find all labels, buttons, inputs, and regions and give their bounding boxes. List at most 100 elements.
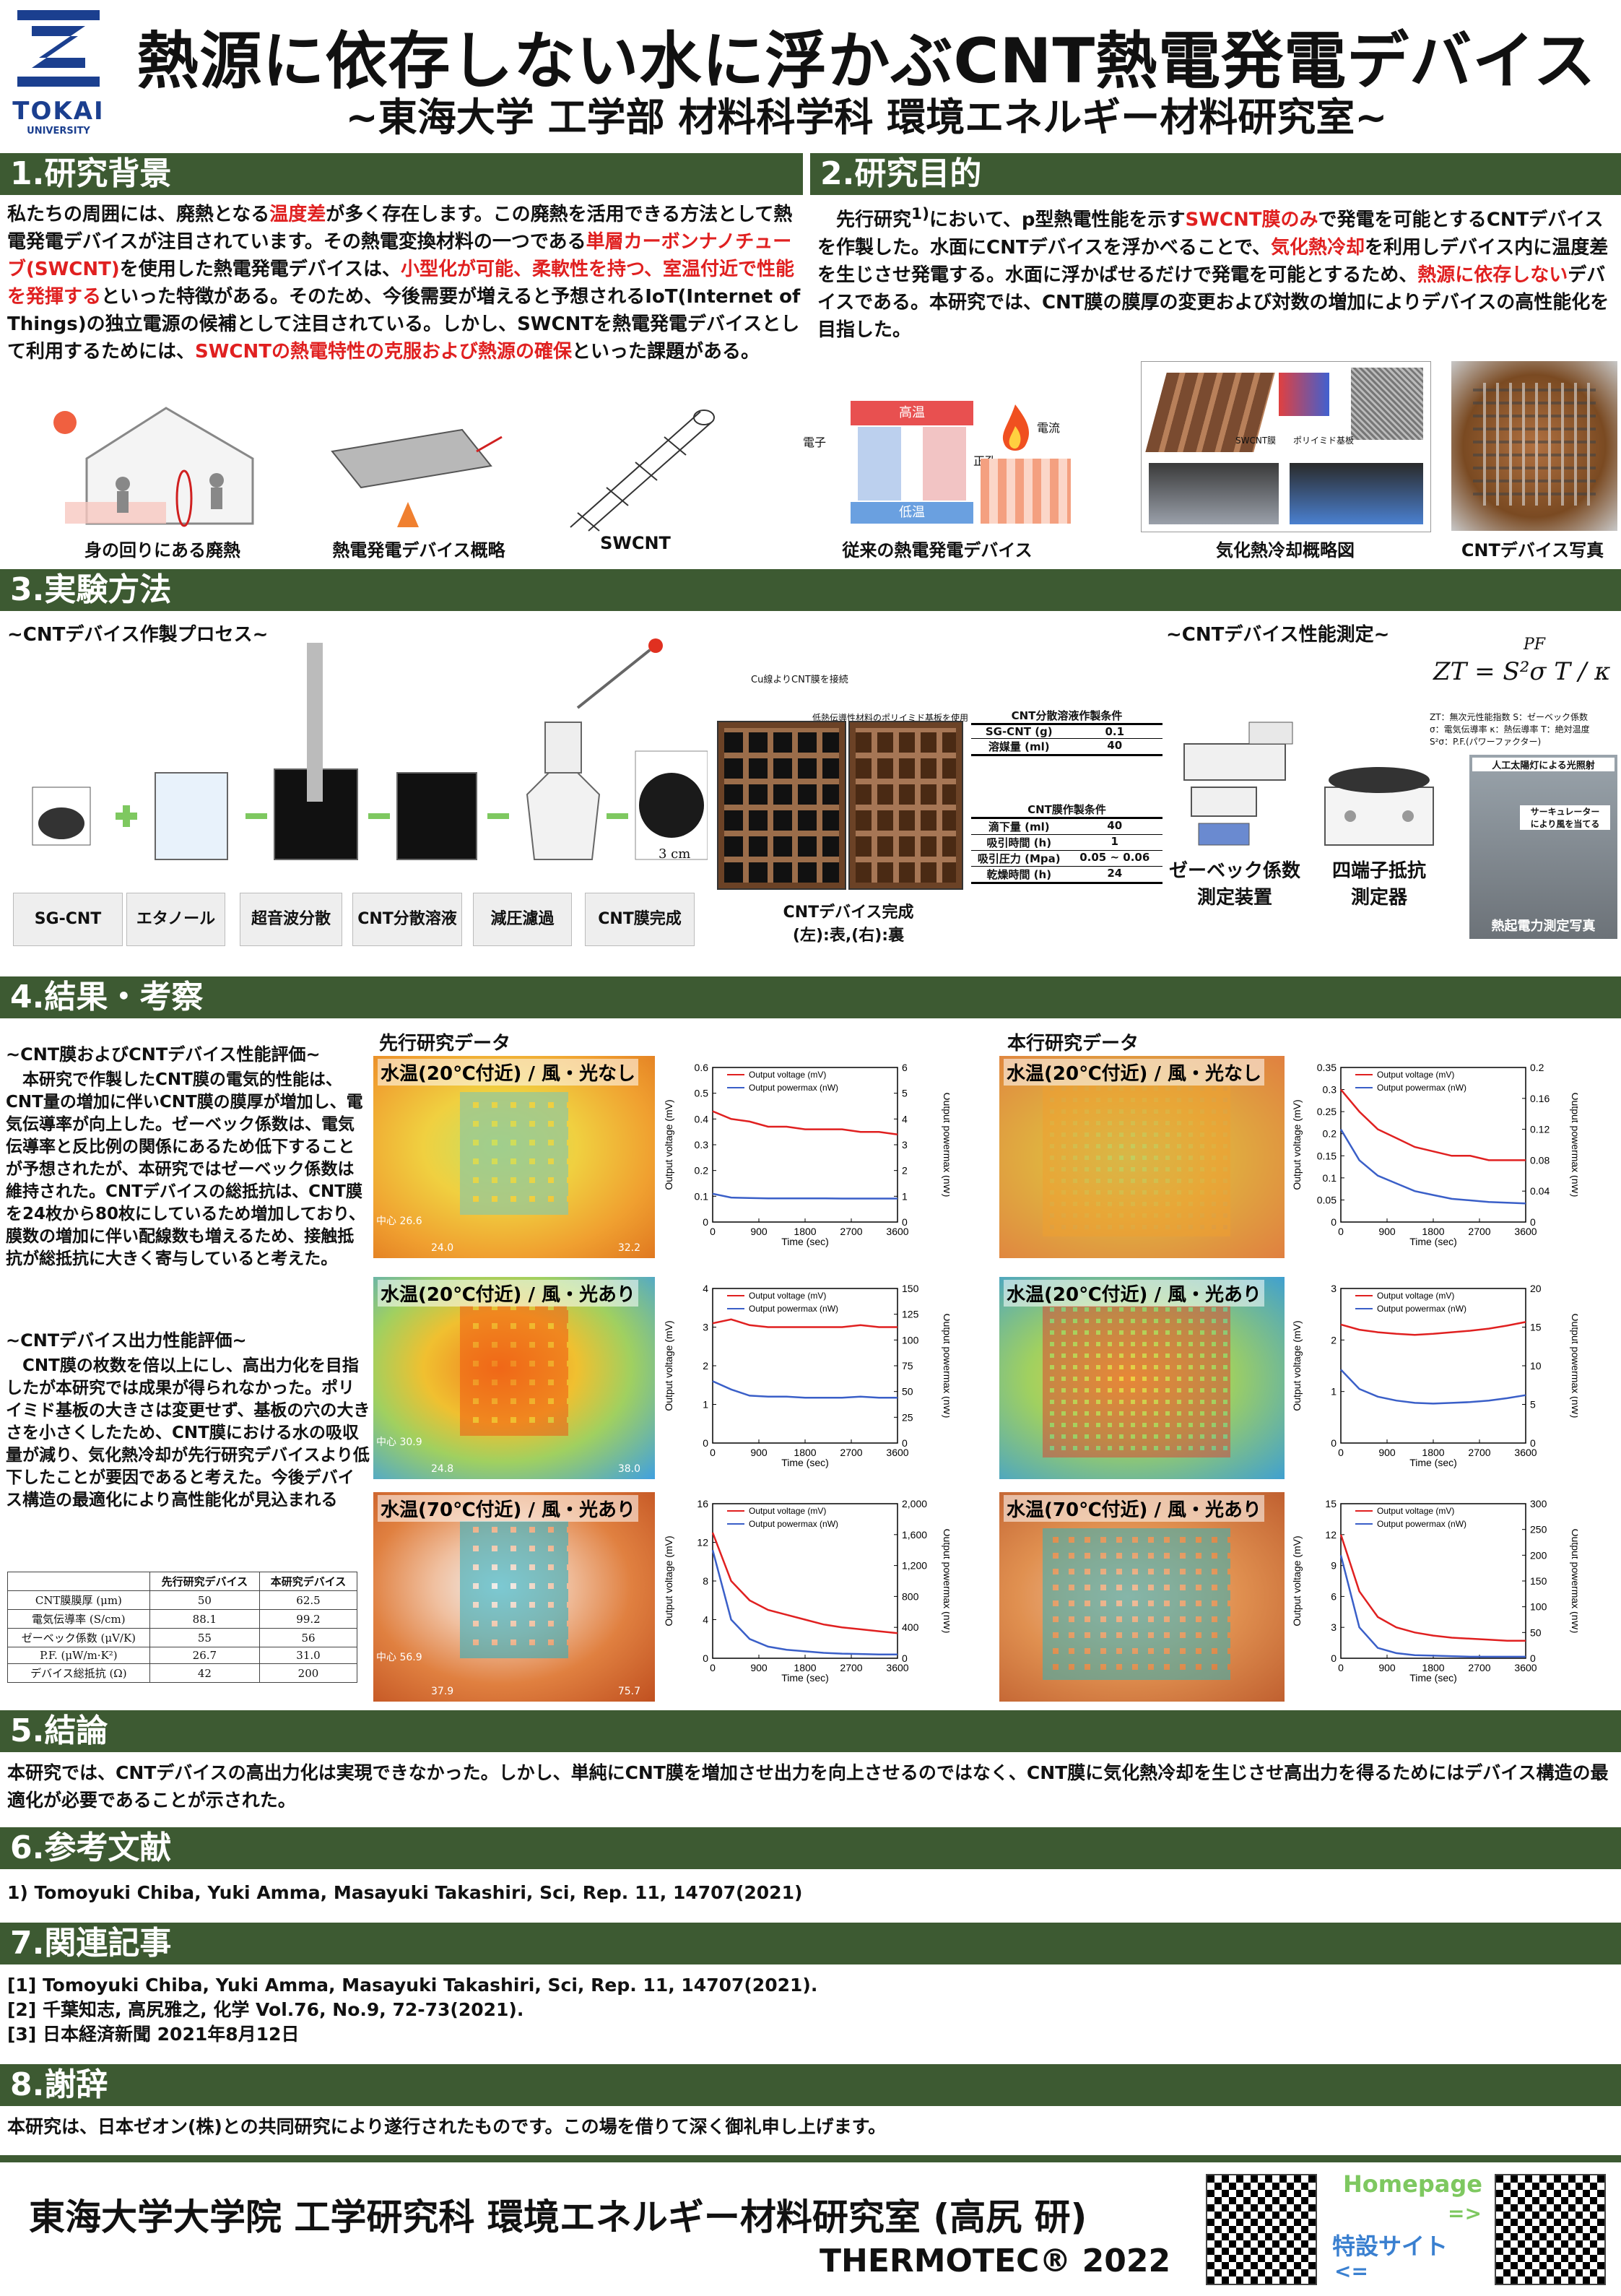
y-tick-label: 0.2 (1323, 1128, 1337, 1140)
x-tick-label: 1800 (794, 1662, 816, 1673)
y-tick-label: 0.4 (695, 1113, 709, 1125)
x-tick-label: 0 (1338, 1662, 1344, 1673)
device-back-grid (856, 728, 956, 883)
x-tick-label: 3600 (886, 1662, 908, 1673)
special-site-label[interactable]: 特設サイト (1332, 2232, 1448, 2260)
thermo-min: 37.9 (431, 1686, 454, 1697)
cond-value: 24 (1107, 867, 1123, 880)
legend-entry: Output powermax (nW) (749, 1304, 838, 1314)
y-axis-label: Output voltage (mV) (1291, 1320, 1303, 1411)
x-tick-label: 2700 (840, 1226, 862, 1237)
qr-code-homepage[interactable] (1206, 2174, 1317, 2285)
y2-tick-label: 0 (1530, 1437, 1536, 1449)
process-illustration (32, 638, 708, 860)
seebeck-instrument-illustration (1183, 722, 1293, 846)
table-cell: CNT膜膜厚 (μm) (7, 1590, 150, 1610)
section-3-heading: 3.実験方法 (0, 569, 1621, 611)
fig-poly-label: ポリイミド基板 (1293, 436, 1355, 446)
conventional-device-figure: 高温 低温 電子 正孔 電流 (800, 401, 1074, 531)
text-run: を利用しデバイス内に温度差を生じさせ発電する。水面に浮かばせるだけで発電を可能と… (817, 236, 1609, 286)
substrate-note: 低熱伝導性材料のポリイミド基板を使用 (812, 713, 969, 723)
eval1-title: ~CNT膜およびCNTデバイス性能評価~ (6, 1044, 321, 1065)
legend-entry: Output voltage (mV) (749, 1506, 826, 1516)
photo-note-light: 人工太陽灯による光照射 (1472, 758, 1615, 771)
y2-tick-label: 0.12 (1530, 1124, 1550, 1135)
caption-device-schematic: 熱電発電デバイス概略 (332, 540, 505, 560)
y2-tick-label: 20 (1530, 1283, 1542, 1294)
y2-tick-label: 150 (902, 1283, 919, 1294)
y-tick-label: 0.05 (1317, 1194, 1337, 1205)
thermal-this-2: 水温(20℃付近) / 風・光あり (999, 1277, 1285, 1479)
y2-tick-label: 0.16 (1530, 1093, 1550, 1104)
y2-tick-label: 800 (902, 1590, 919, 1602)
table-cell: 26.7 (149, 1647, 260, 1664)
photo-caption: 熱起電力測定写真 (1491, 919, 1596, 934)
section-2-text: 先行研究1)において、p型熱電性能を示すSWCNT膜のみで発電を可能とするCNT… (817, 201, 1612, 344)
fig-cold-label: 低温 (851, 502, 973, 524)
formula-notes: ZT：無次元性能指数 S：ゼーベック係数 σ：電気伝導率 κ：熱伝導率 T：絶対… (1430, 711, 1590, 748)
x-tick-label: 1800 (1422, 1447, 1444, 1458)
logo-sub: UNIVERSITY (27, 126, 90, 137)
text-highlight: 気化熱冷却 (1270, 236, 1365, 259)
step-filtration: 減圧濾過 (473, 893, 572, 946)
cnt-device-photo (1451, 361, 1617, 531)
y2-tick-label: 15 (1530, 1322, 1542, 1333)
thermal-prev-1: 水温(20℃付近) / 風・光なし 中心 26.6 24.0 32.2 (373, 1056, 655, 1258)
thermal-grid (1043, 1528, 1230, 1680)
cond-value: 40 (1107, 739, 1123, 752)
y-axis-label: Output voltage (mV) (1291, 1535, 1303, 1626)
x-tick-label: 2700 (1468, 1226, 1490, 1237)
series-line (712, 1110, 898, 1135)
cond-value: 0.05 ~ 0.06 (1079, 851, 1150, 864)
homepage-label[interactable]: Homepage (1343, 2170, 1482, 2198)
y-tick-label: 0.25 (1317, 1106, 1337, 1117)
footnote-ref: 1) (911, 205, 929, 223)
cond-key: SG-CNT (g) (985, 725, 1053, 738)
x-tick-label: 3600 (886, 1447, 908, 1458)
cond-key: 滴下量 (ml) (988, 820, 1050, 833)
y2-tick-label: 300 (1530, 1498, 1547, 1509)
legend-entry: Output voltage (mV) (749, 1291, 826, 1301)
series-line (711, 1532, 898, 1634)
qr-code-special-site[interactable] (1495, 2174, 1606, 2285)
y-axis-label: Output voltage (mV) (663, 1099, 674, 1190)
series-line (1340, 1088, 1526, 1161)
caption-evaporative-cooling: 気化熱冷却概略図 (1216, 540, 1355, 560)
eval2-text: CNT膜の枚数を倍以上にし、高出力化を目指したが本研究では成果が得られなかった。… (6, 1356, 370, 1509)
y-tick-label: 3 (1331, 1283, 1337, 1294)
thermal-grid (1043, 1306, 1230, 1457)
x-axis-label: Time (sec) (781, 1457, 829, 1468)
y-tick-label: 1 (1331, 1386, 1337, 1398)
x-tick-label: 2700 (840, 1662, 862, 1673)
y-tick-label: 0.3 (695, 1139, 709, 1151)
thermal-prev-2: 水温(20℃付近) / 風・光あり 中心 30.9 24.8 38.0 (373, 1277, 655, 1479)
y2-tick-label: 0.04 (1530, 1185, 1550, 1197)
y-axis-label: Output voltage (mV) (1291, 1099, 1303, 1190)
list-item: [3] 日本経済新聞 2021年8月12日 (7, 2024, 300, 2045)
x-tick-label: 2700 (1468, 1662, 1490, 1673)
table-cell: P.F. (μW/m·K²) (7, 1647, 150, 1664)
x-axis-label: Time (sec) (1409, 1236, 1457, 1247)
text-highlight: 温度差 (269, 204, 326, 225)
condition-label: 水温(70℃付近) / 風・光あり (378, 1495, 639, 1522)
formula-note: ZT：無次元性能指数 S：ゼーベック係数 (1430, 712, 1588, 722)
table-header: 本研究デバイス (258, 1572, 358, 1591)
y2-tick-label: 50 (902, 1386, 913, 1398)
y2-tick-label: 1 (902, 1190, 908, 1202)
thermal-this-1: 水温(20℃付近) / 風・光なし (999, 1056, 1285, 1258)
series-line (1339, 1128, 1526, 1205)
y2-tick-label: 75 (902, 1360, 913, 1372)
table-header: 先行研究デバイス (149, 1572, 260, 1591)
section-6-heading: 6.参考文献 (0, 1827, 1621, 1869)
y2-tick-label: 4 (902, 1113, 908, 1125)
film-row: 乾燥時間 (h)24 (971, 867, 1162, 884)
page-subtitle: ~東海大学 工学部 材料科学科 環境エネルギー材料研究室~ (345, 95, 1388, 140)
y-tick-label: 0 (703, 1216, 708, 1228)
y2-tick-label: 5 (902, 1088, 908, 1099)
y2-axis-label: Output powermax (nW) (1570, 1314, 1578, 1418)
this-data-label: 本行研究データ (1007, 1033, 1139, 1054)
